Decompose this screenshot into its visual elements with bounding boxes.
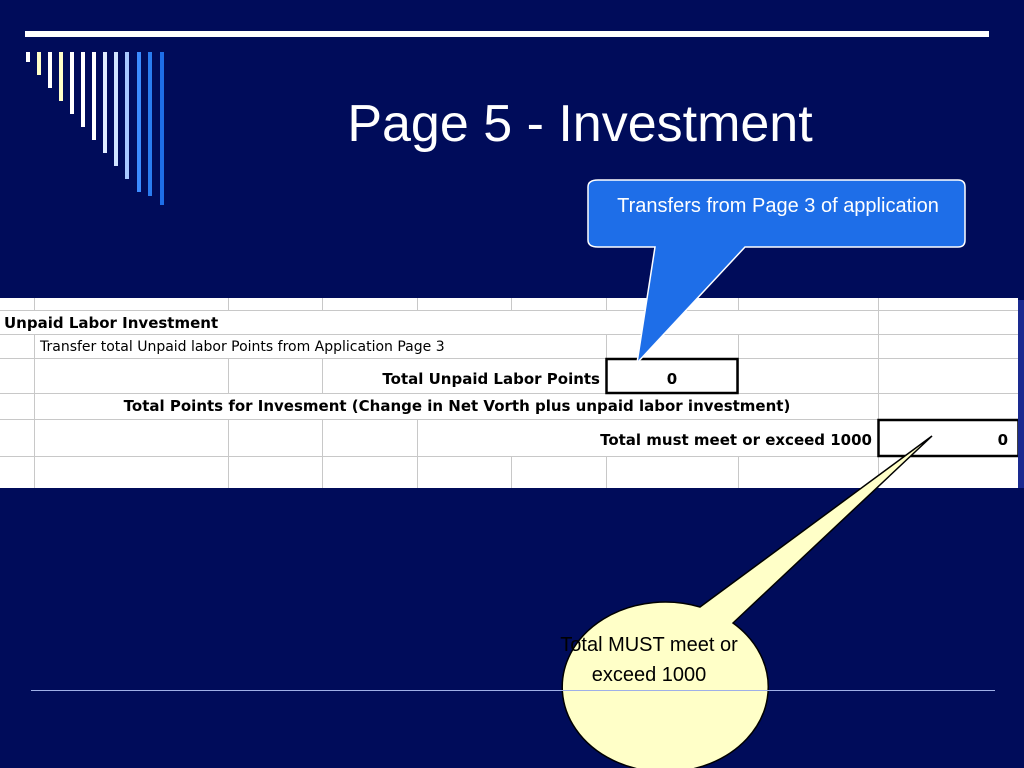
total-requirement-label: Total must meet or exceed 1000 <box>600 431 872 449</box>
unpaid-labor-label: Total Unpaid Labor Points <box>382 370 600 388</box>
transfer-note: Transfer total Unpaid labor Points from … <box>40 339 445 355</box>
spreadsheet: Unpaid Labor Investment Transfer total U… <box>0 298 1018 488</box>
bottom-rule <box>31 690 995 691</box>
spreadsheet-edge <box>1018 300 1024 488</box>
requirement-callout-text: Total MUST meet or exceed 1000 <box>560 634 738 686</box>
top-rule <box>25 31 989 37</box>
investment-total-label: Total Points for Invesment (Change in Ne… <box>123 397 791 415</box>
transfer-callout-text: Transfers from Page 3 of application <box>617 195 939 217</box>
total-value-cell[interactable]: 0 <box>997 431 1008 449</box>
decorative-stripes <box>26 52 164 205</box>
slide-title: Page 5 - Investment <box>347 95 813 153</box>
section-heading: Unpaid Labor Investment <box>4 314 219 332</box>
unpaid-labor-value-cell[interactable]: 0 <box>666 370 678 388</box>
